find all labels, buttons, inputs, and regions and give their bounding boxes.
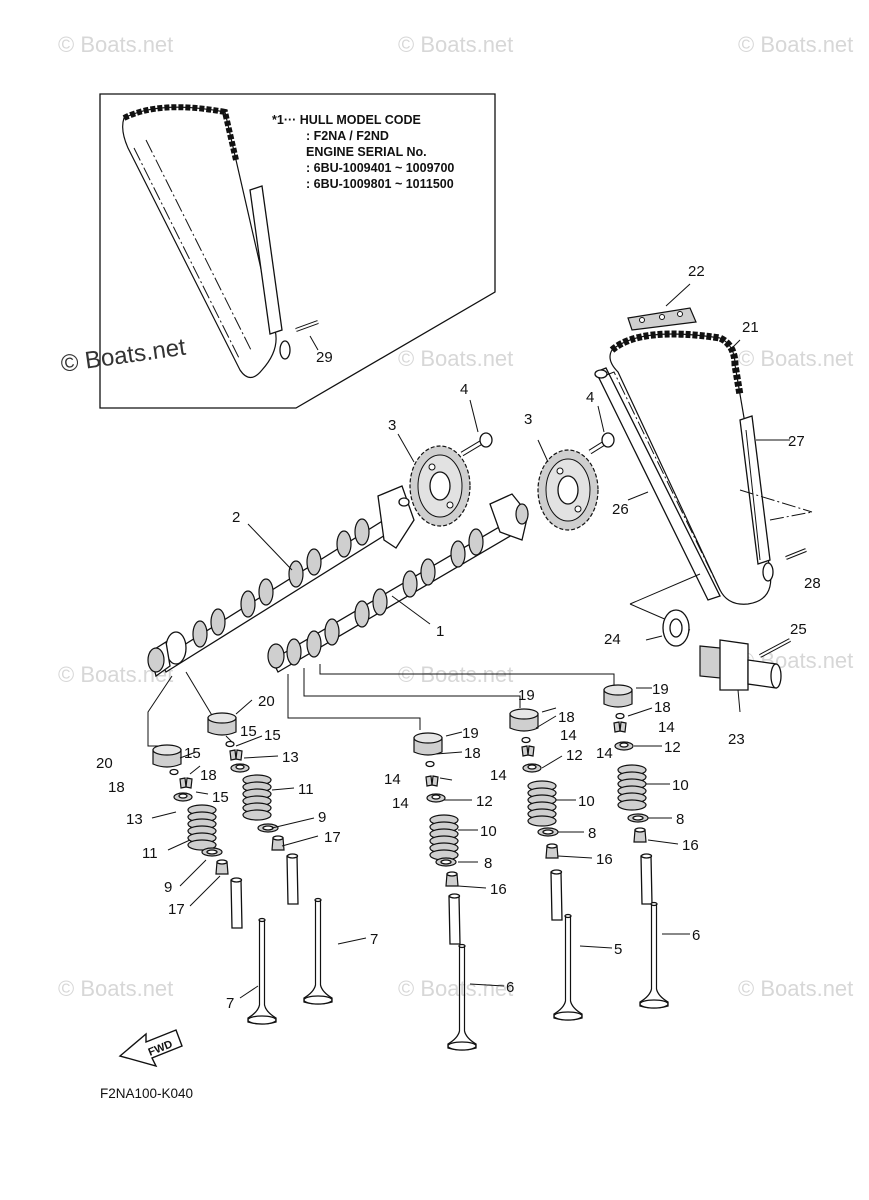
callout-29: 29 (316, 349, 333, 366)
bolt-25 (759, 638, 791, 658)
bolt-4-right (588, 405, 615, 455)
callout-10-a: 10 (672, 777, 689, 794)
callout-10-c: 10 (480, 823, 497, 840)
pin-28 (785, 548, 807, 560)
watermark: © Boats.net (398, 976, 513, 1001)
callout-13-a: 13 (282, 749, 299, 766)
callout-15-a: 15 (240, 723, 257, 740)
callout-12-a: 12 (566, 747, 583, 764)
callout-23: 23 (728, 731, 745, 748)
callout-6-a: 6 (692, 927, 700, 944)
callout-18-c: 18 (464, 745, 481, 762)
callout-16-c: 16 (490, 881, 507, 898)
callout-9-a: 9 (318, 809, 326, 826)
callout-18-d: 18 (200, 767, 217, 784)
watermark-layer: © Boats.net © Boats.net © Boats.net © Bo… (58, 32, 853, 1001)
callout-8-b: 8 (588, 825, 596, 842)
callout-22: 22 (688, 263, 705, 280)
callout-17-a: 17 (324, 829, 341, 846)
watermark: © Boats.net (398, 32, 513, 57)
inset-note-line3: ENGINE SERIAL No. (306, 145, 427, 159)
inset-note-line1: *1··· HULL MODEL CODE (272, 113, 421, 127)
cam-chain-tensioner-23 (699, 639, 782, 713)
chain-guide-22 (627, 283, 697, 331)
callout-2: 2 (232, 509, 240, 526)
camshaft-1 (267, 493, 529, 673)
callout-15-b: 15 (264, 727, 281, 744)
watermark: © Boats.net (738, 976, 853, 1001)
callout-26: 26 (612, 501, 629, 518)
callout-7-b: 7 (226, 995, 234, 1012)
callout-18-b: 18 (654, 699, 671, 716)
callout-14-c: 14 (596, 745, 613, 762)
callout-15-d: 15 (184, 745, 201, 762)
sprocket-3-right (537, 439, 599, 531)
callout-27: 27 (788, 433, 805, 450)
callout-14-a: 14 (560, 727, 577, 744)
callout-13-b: 13 (126, 811, 143, 828)
callout-1: 1 (436, 623, 444, 640)
callout-labels: 29 22 21 4 3 4 3 27 2 26 28 1 25 24 23 2… (96, 263, 821, 1012)
callout-14-d: 14 (490, 767, 507, 784)
callout-12-c: 12 (476, 793, 493, 810)
watermark: © Boats.net (398, 346, 513, 371)
inset-chain (122, 104, 291, 379)
callout-15-c: 15 (212, 789, 229, 806)
inset-note-line2: : F2NA / F2ND (306, 129, 389, 143)
leader-lines (151, 687, 690, 999)
callout-18-a: 18 (558, 709, 575, 726)
callout-25: 25 (790, 621, 807, 638)
callout-6-b: 6 (506, 979, 514, 996)
callout-16-a: 16 (682, 837, 699, 854)
tensioner-guide-27 (739, 415, 790, 582)
callout-19-c: 19 (462, 725, 479, 742)
callout-7-a: 7 (370, 931, 378, 948)
chain-guide-26 (594, 367, 721, 601)
watermark: © Boats.net (738, 346, 853, 371)
callout-20-bottom: 20 (96, 755, 113, 772)
callout-14-b: 14 (658, 719, 675, 736)
callout-8-a: 8 (676, 811, 684, 828)
callout-19-b: 19 (652, 681, 669, 698)
callout-3-right: 3 (524, 411, 532, 428)
callout-11-a: 11 (298, 781, 314, 798)
callout-3-left: 3 (388, 417, 396, 434)
fwd-arrow-icon: FWD (118, 1029, 183, 1068)
callout-21: 21 (742, 319, 759, 336)
callout-10-b: 10 (578, 793, 595, 810)
callout-8-c: 8 (484, 855, 492, 872)
callout-4-left: 4 (460, 381, 468, 398)
watermark: © Boats.net (58, 976, 173, 1001)
callout-14-e: 14 (384, 771, 401, 788)
valve-train-left (152, 712, 333, 1025)
callout-17-b: 17 (168, 901, 185, 918)
timing-chain-21 (609, 330, 772, 605)
inset-pin-29 (295, 320, 319, 351)
callout-28: 28 (804, 575, 821, 592)
bolt-4-left (460, 399, 493, 457)
callout-11-b: 11 (142, 845, 158, 862)
sprocket-3-left (397, 433, 471, 527)
inset-note-line5: : 6BU-1009801 ~ 1011500 (306, 177, 454, 191)
callout-20-top: 20 (258, 693, 275, 710)
callout-12-b: 12 (664, 739, 681, 756)
inset-watermark: © Boats.net (59, 334, 188, 378)
callout-16-b: 16 (596, 851, 613, 868)
callout-5: 5 (614, 941, 622, 958)
watermark: © Boats.net (738, 32, 853, 57)
watermark: © Boats.net (58, 32, 173, 57)
camshaft-2 (147, 485, 415, 678)
inset-note-line4: : 6BU-1009401 ~ 1009700 (306, 161, 454, 175)
gasket-24 (645, 609, 690, 647)
valve-train-center-left (413, 732, 477, 1051)
callout-4-right: 4 (586, 389, 594, 406)
callout-9-b: 9 (164, 879, 172, 896)
callout-14-f: 14 (392, 795, 409, 812)
diagram-code: F2NA100-K040 (100, 1086, 193, 1101)
callout-24: 24 (604, 631, 621, 648)
callout-18-e: 18 (108, 779, 125, 796)
callout-19-a: 19 (518, 687, 535, 704)
